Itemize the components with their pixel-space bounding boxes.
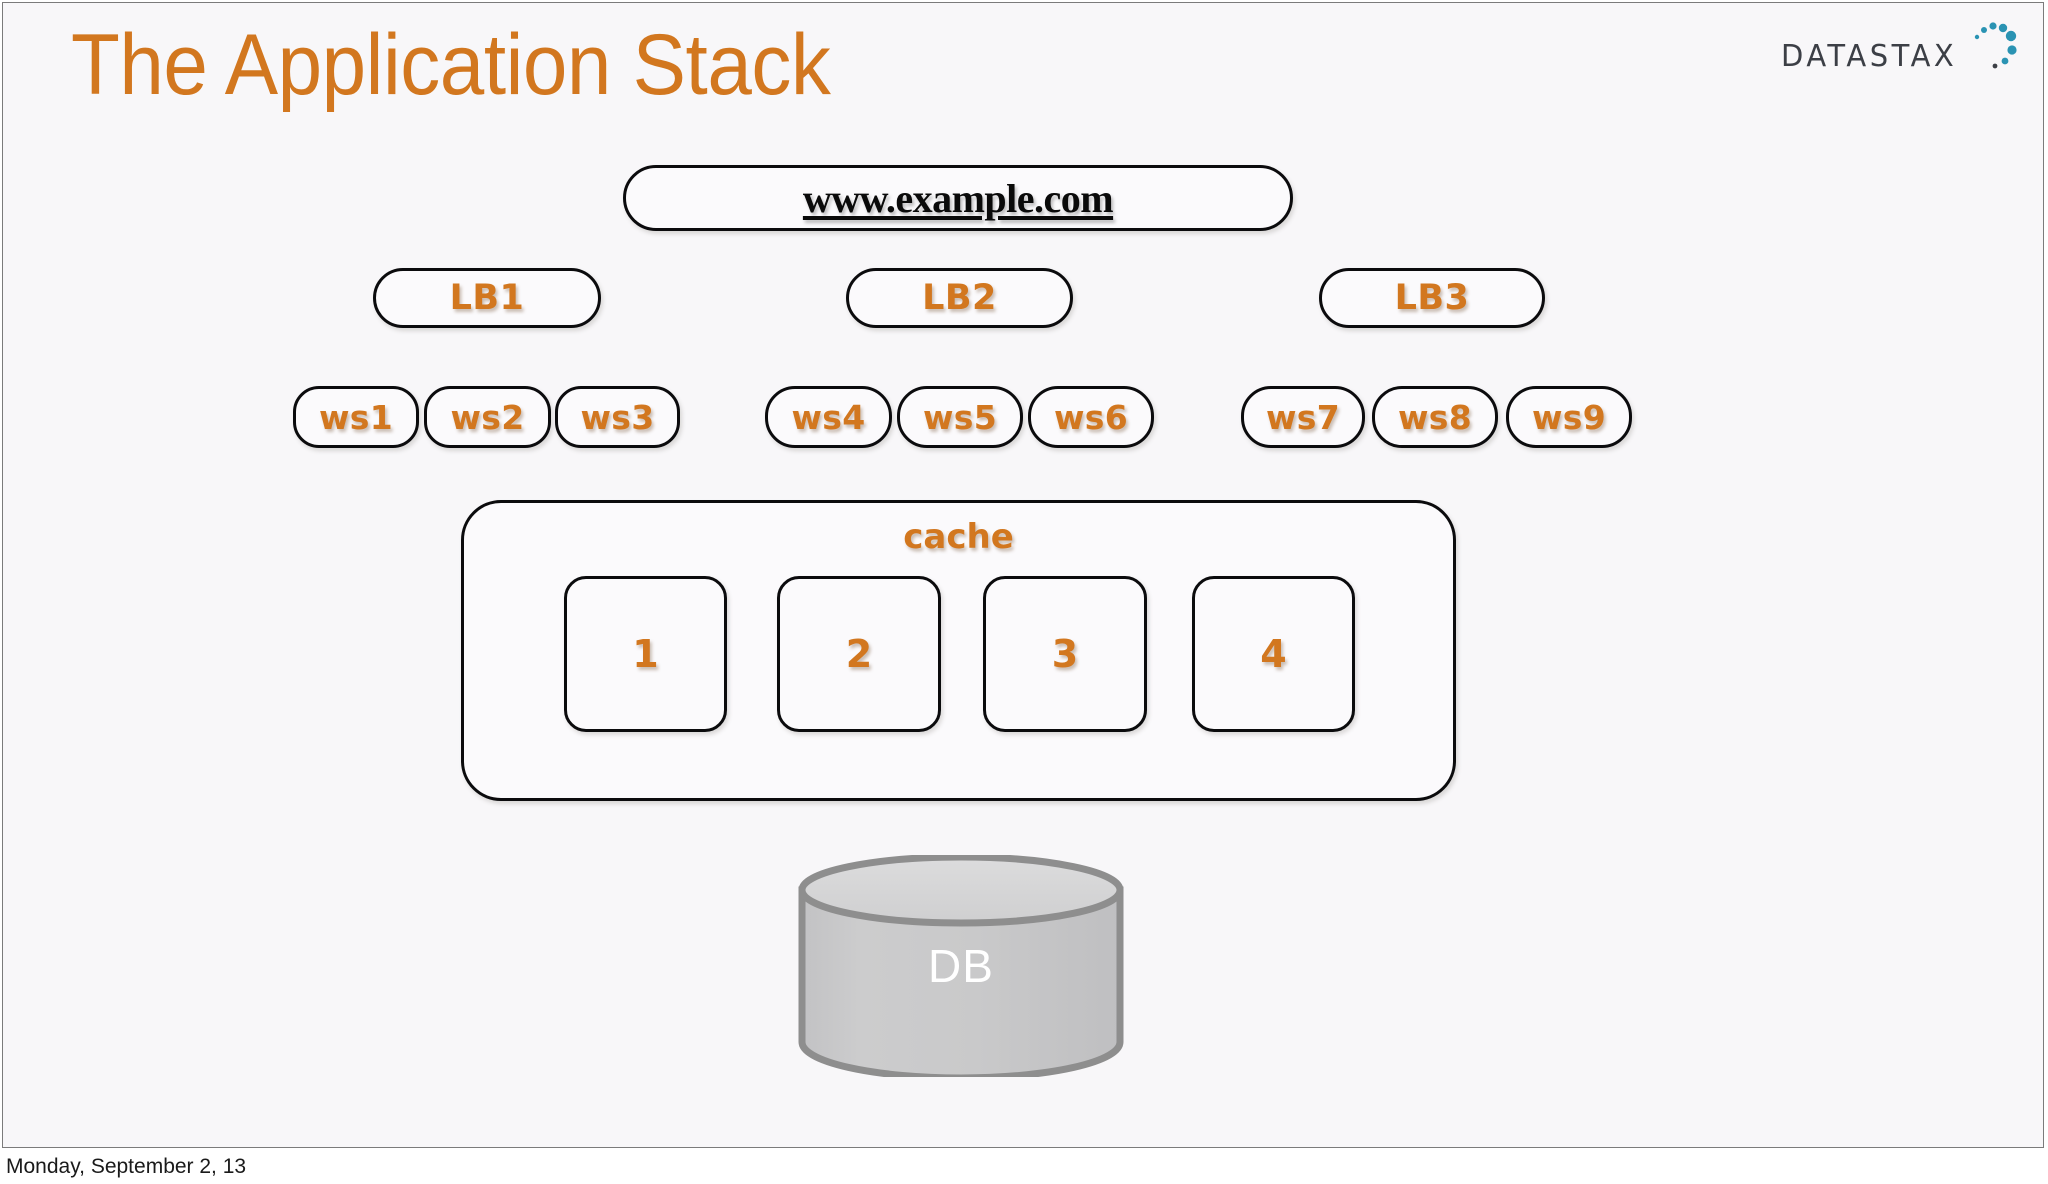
web-server-ws2[interactable]: ws2 [424, 386, 551, 448]
cache-cell-1[interactable]: 1 [564, 576, 727, 732]
page-title: The Application Stack [71, 17, 831, 113]
load-balancer-lb1[interactable]: LB1 [373, 268, 601, 328]
datastax-logo: DATASTAX [1781, 21, 2021, 83]
datastax-dot-swirl-icon [1974, 22, 2017, 69]
web-server-ws5[interactable]: ws5 [897, 386, 1023, 448]
web-server-ws6[interactable]: ws6 [1028, 386, 1154, 448]
load-balancer-lb2[interactable]: LB2 [846, 268, 1073, 328]
database-icon [798, 853, 1124, 1082]
footer-date: Monday, September 2, 13 [6, 1155, 247, 1178]
url-node[interactable]: www.example.com [623, 165, 1293, 231]
database-cylinder[interactable]: DB [796, 853, 1126, 1082]
web-server-ws7[interactable]: ws7 [1241, 386, 1365, 448]
cache-cell-2[interactable]: 2 [777, 576, 941, 732]
web-server-ws9[interactable]: ws9 [1506, 386, 1632, 448]
web-server-ws3[interactable]: ws3 [555, 386, 680, 448]
load-balancer-lb3[interactable]: LB3 [1319, 268, 1545, 328]
cache-label: cache [903, 517, 1014, 557]
cache-container[interactable]: cache 1 2 3 4 [461, 500, 1456, 801]
cache-cell-3[interactable]: 3 [983, 576, 1147, 732]
web-server-ws4[interactable]: ws4 [765, 386, 892, 448]
slide-canvas: The Application Stack DATASTAX www.examp… [2, 2, 2044, 1148]
web-server-ws8[interactable]: ws8 [1372, 386, 1498, 448]
web-server-ws1[interactable]: ws1 [293, 386, 419, 448]
datastax-wordmark: DATASTAX [1781, 37, 1958, 74]
cache-cell-4[interactable]: 4 [1192, 576, 1355, 732]
